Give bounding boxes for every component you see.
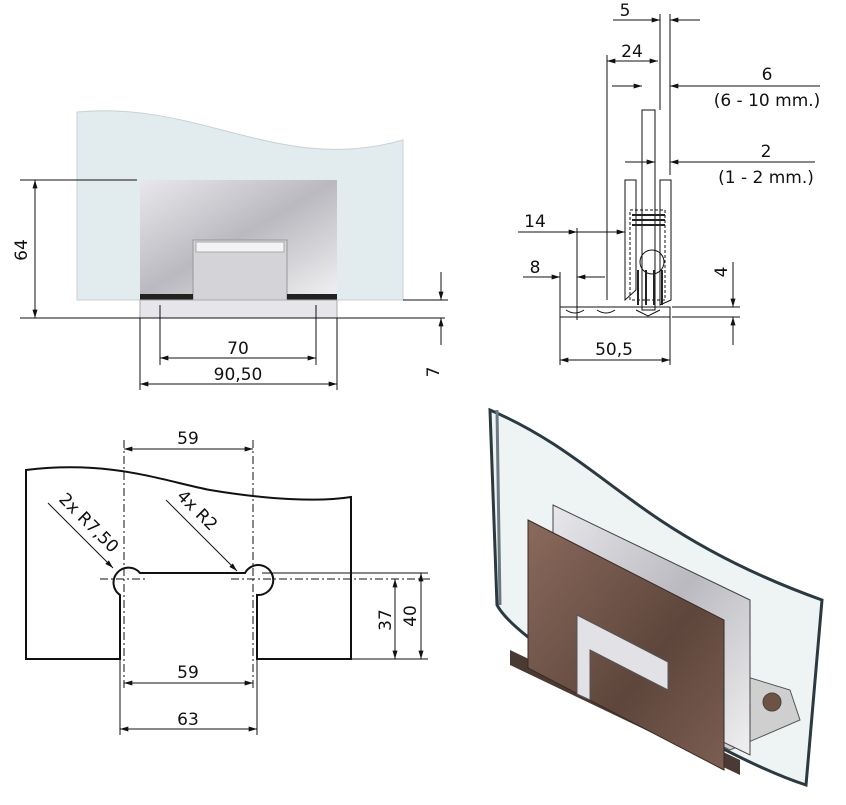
note-small-radius: 4x R2	[172, 486, 221, 535]
gasket-left	[140, 294, 193, 300]
dim-37: 37	[376, 609, 396, 631]
dim-4: 4	[712, 267, 732, 278]
hinge-mechanism	[629, 209, 666, 301]
glass-cutout-outline	[25, 466, 352, 660]
dim-bottom: 59	[177, 663, 199, 683]
dim-5: 5	[620, 1, 631, 21]
dim-24: 24	[621, 42, 643, 62]
dim-gap-range: (1 - 2 mm.)	[718, 168, 814, 188]
cutout-view: 59 59 63 37 40 2x R7,50 4x R2	[25, 429, 430, 735]
dim-8: 8	[530, 258, 541, 278]
dim-glass-range: (6 - 10 mm.)	[714, 91, 821, 111]
front-view: 64 70 90,50 7	[12, 110, 448, 390]
hinge-3d-render	[488, 407, 824, 788]
dim-base: 50,5	[595, 340, 633, 360]
hinge-knuckle-highlight	[195, 241, 285, 253]
dim-top: 59	[177, 429, 199, 449]
dim-width: 90,50	[214, 365, 263, 385]
dim-40: 40	[401, 605, 421, 627]
dim-14: 14	[524, 212, 546, 232]
dim-gap: 2	[761, 142, 772, 162]
side-view: 5 24 6 (6 - 10 mm.) 2 (1 - 2 mm.) 14 8 4…	[518, 1, 820, 365]
gasket-right	[287, 294, 337, 300]
dim-plate: 7	[424, 367, 444, 378]
note-large-radius: 2x R7,50	[54, 489, 122, 557]
dim-holes: 70	[227, 339, 249, 359]
dim-height: 64	[12, 239, 32, 261]
dim-63: 63	[177, 710, 199, 730]
base-plate	[139, 299, 338, 319]
dim-glass: 6	[762, 65, 773, 85]
